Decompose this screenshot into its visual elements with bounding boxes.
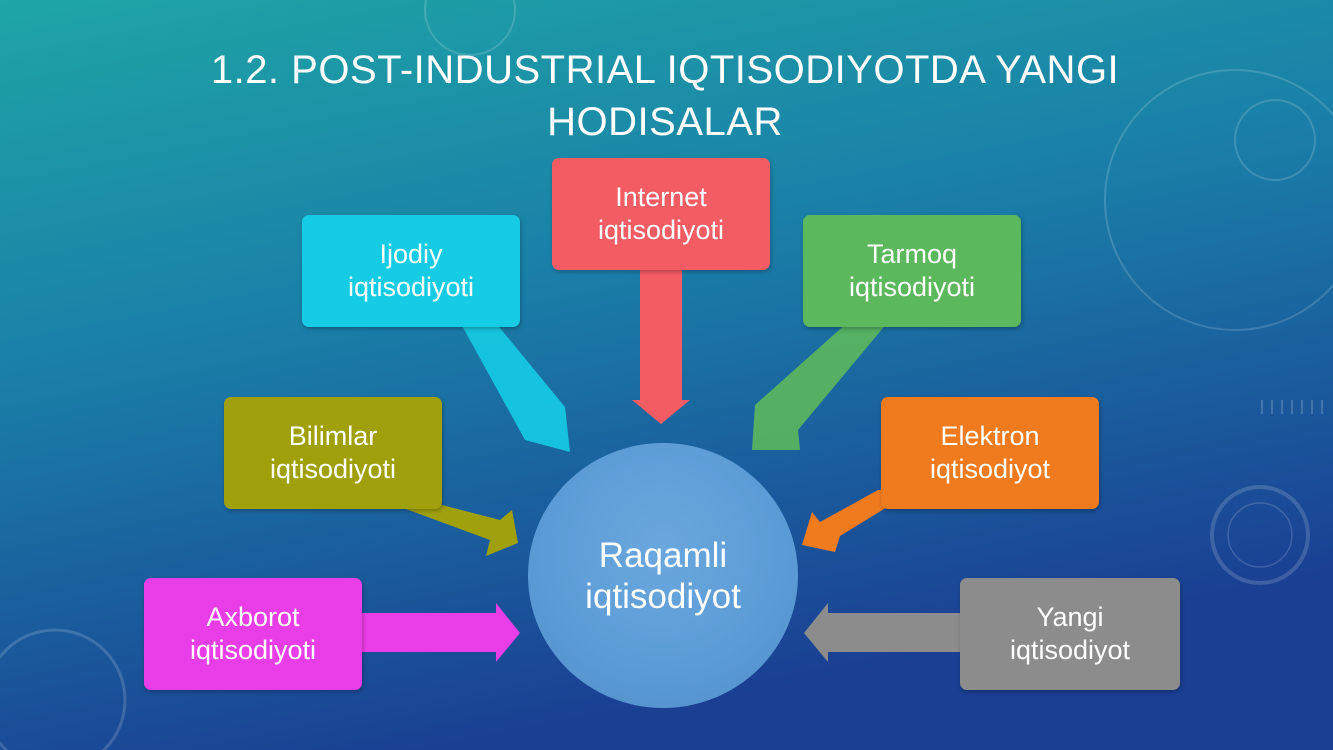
node-tarmoq-line1: Tarmoq (866, 239, 958, 269)
node-yangi-line2: iqtisodiyot (1009, 635, 1131, 665)
arrow-axborot (360, 603, 520, 662)
node-internet-line2: iqtisodiyoti (597, 215, 725, 245)
node-axborot-line2: iqtisodiyoti (189, 635, 317, 665)
node-axborot-line1: Axborot (206, 602, 300, 632)
arrow-yangi (804, 603, 962, 662)
node-elektron-line2: iqtisodiyot (929, 454, 1051, 484)
arrow-tarmoq (752, 322, 888, 450)
arrow-internet (632, 268, 690, 424)
arrow-bilimlar (395, 505, 518, 556)
arrow-ijodiy (460, 322, 570, 452)
title-line-1: 1.2. POST-INDUSTRIAL IQTISODIYOTDA YANGI (210, 48, 1120, 92)
node-yangi-line1: Yangi (1036, 602, 1104, 632)
center-line1: Raqamli (598, 535, 728, 575)
slide-title: 1.2. POST-INDUSTRIAL IQTISODIYOTDA YANGI… (150, 44, 1180, 148)
title-line-2: HODISALAR (547, 100, 783, 144)
node-ijodiy-line1: Ijodiy (379, 239, 443, 269)
node-bilimlar-line2: iqtisodiyoti (269, 454, 397, 484)
center-line2: iqtisodiyot (585, 576, 741, 616)
node-ijodiy-line2: iqtisodiyoti (347, 272, 475, 302)
node-bilimlar-line1: Bilimlar (288, 421, 378, 451)
node-tarmoq-line2: iqtisodiyoti (848, 272, 976, 302)
node-elektron-line1: Elektron (940, 421, 1040, 451)
node-internet-line1: Internet (615, 182, 707, 212)
